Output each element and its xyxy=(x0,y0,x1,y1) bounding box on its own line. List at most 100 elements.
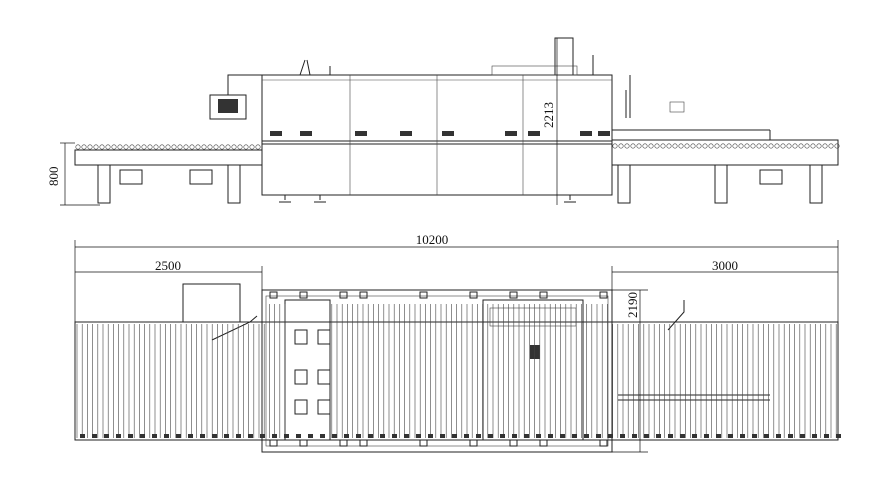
chain-link xyxy=(296,434,301,438)
chain-link xyxy=(704,434,709,438)
roller-end xyxy=(75,144,81,150)
chain-link xyxy=(332,434,337,438)
infeed-conveyor xyxy=(74,149,263,166)
actuator xyxy=(294,369,308,385)
bracket xyxy=(599,291,608,299)
roller-end xyxy=(81,144,87,150)
chain-link xyxy=(812,434,817,438)
roller-end xyxy=(630,143,636,149)
roller-end xyxy=(762,143,768,149)
bracket xyxy=(539,439,548,447)
chain-link xyxy=(188,434,193,438)
bracket xyxy=(509,439,518,447)
chain-link xyxy=(740,434,745,438)
roller-end xyxy=(177,144,183,150)
vent-label xyxy=(300,131,312,136)
chain-link xyxy=(248,434,253,438)
chain-link xyxy=(632,434,637,438)
chain-link xyxy=(752,434,757,438)
roller-end xyxy=(828,143,834,149)
bracket xyxy=(359,439,368,447)
chain-link xyxy=(212,434,217,438)
bracket xyxy=(539,291,548,299)
vent-label xyxy=(598,131,610,136)
chain-link xyxy=(176,434,181,438)
roller-end xyxy=(798,143,804,149)
chain-link xyxy=(128,434,133,438)
bracket xyxy=(299,291,308,299)
control-cabinet xyxy=(182,283,241,323)
chain-link xyxy=(92,434,97,438)
roller-end xyxy=(231,144,237,150)
actuator xyxy=(294,399,308,415)
roller-end xyxy=(147,144,153,150)
roller-end xyxy=(171,144,177,150)
roller-end xyxy=(834,143,840,149)
roller-end xyxy=(714,143,720,149)
bracket xyxy=(419,439,428,447)
roller-end xyxy=(111,144,117,150)
roller-end xyxy=(141,144,147,150)
roller-end xyxy=(105,144,111,150)
vent-label xyxy=(442,131,454,136)
chain-link xyxy=(680,434,685,438)
chain-link xyxy=(500,434,505,438)
chain-link xyxy=(548,434,553,438)
chain-link xyxy=(668,434,673,438)
bracket xyxy=(509,291,518,299)
bracket xyxy=(469,439,478,447)
chain-link xyxy=(644,434,649,438)
roller-end xyxy=(249,144,255,150)
chain-link xyxy=(572,434,577,438)
bracket xyxy=(359,291,368,299)
chain-link xyxy=(152,434,157,438)
roller-end xyxy=(189,144,195,150)
dimension-label: 10200 xyxy=(416,232,449,247)
roller-end xyxy=(636,143,642,149)
roller-end xyxy=(780,143,786,149)
roller-end xyxy=(117,144,123,150)
roller-end xyxy=(678,143,684,149)
motor xyxy=(759,169,783,185)
chain-link xyxy=(656,434,661,438)
chain-link xyxy=(416,434,421,438)
bracket xyxy=(269,291,278,299)
exhaust-stack xyxy=(554,37,574,76)
chain-link xyxy=(356,434,361,438)
chain-link xyxy=(164,434,169,438)
roller-end xyxy=(159,144,165,150)
roller-end xyxy=(201,144,207,150)
chain-link xyxy=(536,434,541,438)
chain-link xyxy=(620,434,625,438)
dimension-800: 800 xyxy=(46,142,100,206)
roller-end xyxy=(768,143,774,149)
roller-end xyxy=(744,143,750,149)
roller-end xyxy=(183,144,189,150)
support-leg xyxy=(809,164,823,204)
actuator xyxy=(317,329,331,345)
side-elevation: 800 2213 xyxy=(46,37,840,206)
bracket xyxy=(419,291,428,299)
chain-link xyxy=(200,434,205,438)
roller-end xyxy=(786,143,792,149)
chain-link xyxy=(308,434,313,438)
chain-link xyxy=(512,434,517,438)
vent-label xyxy=(355,131,367,136)
chain-link xyxy=(344,434,349,438)
chain-link xyxy=(788,434,793,438)
chain-link xyxy=(560,434,565,438)
roller-end xyxy=(750,143,756,149)
chain-link xyxy=(404,434,409,438)
chain-link xyxy=(824,434,829,438)
roller-end xyxy=(696,143,702,149)
roller-end xyxy=(642,143,648,149)
dimension-2500: 2500 xyxy=(75,258,263,290)
chain-link xyxy=(272,434,277,438)
bracket xyxy=(599,439,608,447)
vent-label xyxy=(505,131,517,136)
chain-link xyxy=(140,434,145,438)
roller-end xyxy=(237,144,243,150)
roller-end xyxy=(822,143,828,149)
vent-label xyxy=(580,131,592,136)
